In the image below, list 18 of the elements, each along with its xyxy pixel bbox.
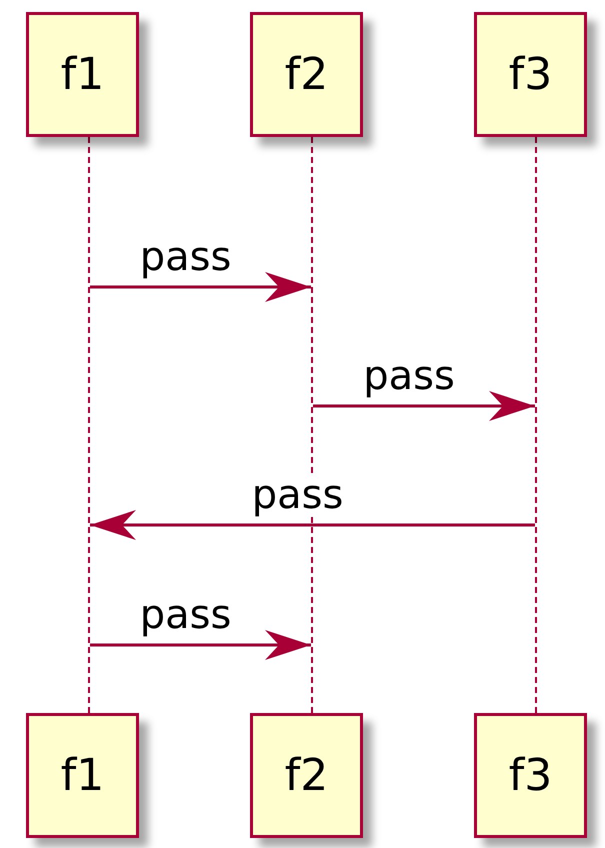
lifeline — [88, 137, 90, 713]
participant-box — [474, 12, 587, 137]
participant-box — [26, 12, 139, 137]
lifeline — [535, 137, 537, 713]
participant-box — [474, 713, 587, 838]
message-arrow — [313, 391, 535, 421]
participant-name: f3 — [508, 49, 552, 100]
participant-box — [26, 713, 139, 838]
message-arrow — [90, 272, 311, 302]
message-arrow — [90, 510, 535, 540]
participant-name: f1 — [60, 750, 104, 801]
message-arrow — [90, 630, 311, 660]
participant-name: f1 — [60, 49, 104, 100]
participant-name: f2 — [284, 49, 328, 100]
participant-box — [250, 12, 363, 137]
participant-name: f3 — [508, 750, 552, 801]
participant-box — [250, 713, 363, 838]
participant-name: f2 — [284, 750, 328, 801]
